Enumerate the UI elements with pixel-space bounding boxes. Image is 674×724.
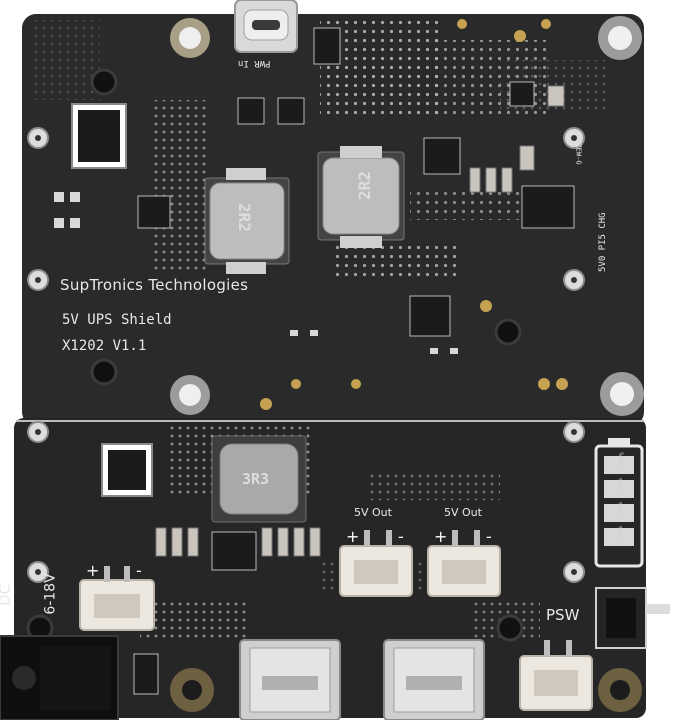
inductor-2r2-right xyxy=(317,146,405,248)
output2-label: 5V Out xyxy=(444,506,482,519)
svg-text:+: + xyxy=(86,561,99,580)
inductor-3r3 xyxy=(211,435,307,523)
battery-level-25: 25% xyxy=(616,526,624,537)
output1-label: 5V Out xyxy=(354,506,392,519)
battery-indicator xyxy=(594,438,644,568)
pwr-in-label: PWR In xyxy=(238,58,271,68)
inductor1-label: 2R2 xyxy=(234,203,254,232)
dc-barrel-jack xyxy=(0,635,119,721)
psw-label: PSW xyxy=(546,606,580,624)
power-switch xyxy=(595,587,670,649)
svg-text:+: + xyxy=(434,527,447,546)
inductor3-label: 3R3 xyxy=(242,470,270,488)
usb-a-port-1 xyxy=(239,639,341,721)
battery-level-75: 75% xyxy=(616,478,624,489)
small-mark: ZEW-G xyxy=(574,143,583,165)
battery-level-100: 100% xyxy=(618,452,626,467)
usb-a-port-2 xyxy=(383,639,485,721)
inductor-2r2-left xyxy=(204,168,290,274)
led-labels: 5V0 PI5 CHG xyxy=(598,212,608,272)
battery-level-50: 50% xyxy=(616,502,624,513)
model-label: 5V UPS Shield xyxy=(62,312,172,328)
svg-text:-: - xyxy=(486,527,492,546)
svg-text:-: - xyxy=(398,527,404,546)
svg-text:+: + xyxy=(346,527,359,546)
version-label: X1202 V1.1 xyxy=(62,338,147,354)
svg-text:-: - xyxy=(136,561,142,580)
dc-label: DC xyxy=(0,583,15,607)
inductor2-label: 2R2 xyxy=(354,171,374,200)
dc-range-label: 6-18V xyxy=(42,573,59,615)
brand-label: SupTronics Technologies xyxy=(60,276,249,294)
